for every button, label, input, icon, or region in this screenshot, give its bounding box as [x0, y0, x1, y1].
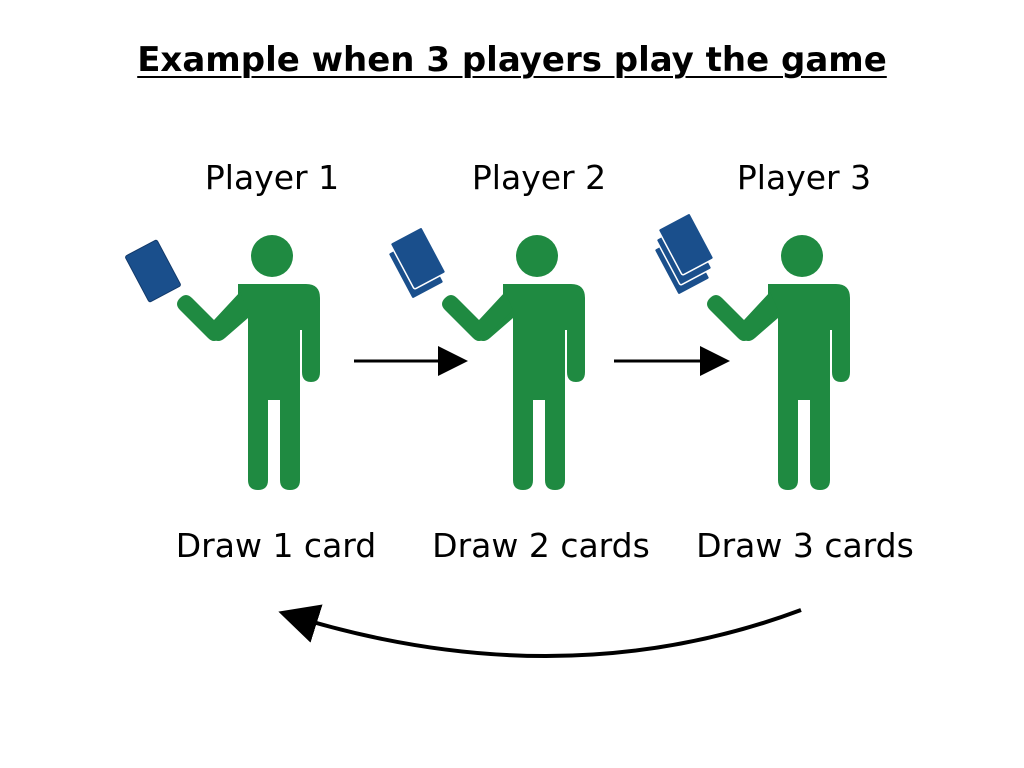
- player-3-cards-icon: [653, 212, 715, 296]
- player-2-figure: [442, 235, 585, 490]
- arrow-return-to-player1: [278, 604, 802, 658]
- player-2-label: Player 2: [471, 158, 607, 197]
- player-1-cards-icon: [125, 239, 181, 303]
- player-3-label: Player 3: [736, 158, 872, 197]
- player-3-figure: [707, 235, 850, 490]
- diagram-title: Example when 3 players play the game: [137, 40, 887, 80]
- player-3-draw-text: Draw 3 cards: [696, 526, 914, 565]
- player-1-draw-text: Draw 1 card: [175, 526, 377, 565]
- player-1-label: Player 1: [204, 158, 340, 197]
- player-1-figure: [177, 235, 320, 490]
- player-2-draw-text: Draw 2 cards: [432, 526, 650, 565]
- player-2-cards-icon: [387, 226, 447, 300]
